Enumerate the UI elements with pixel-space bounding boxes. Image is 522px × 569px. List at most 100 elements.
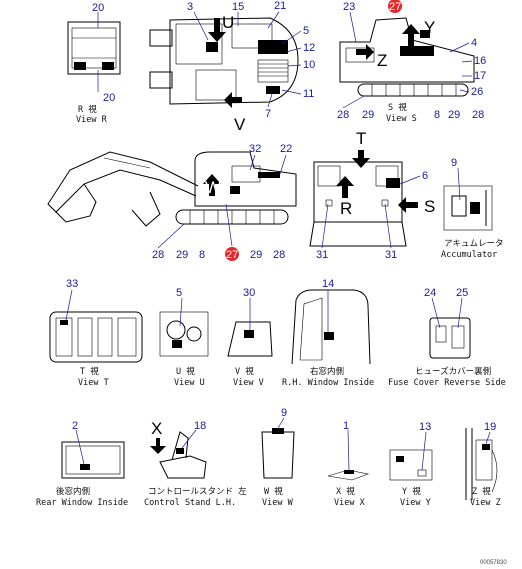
callout-27-top: 27 (389, 1, 401, 13)
callout-31-right: 31 (385, 249, 397, 261)
view-x-label-jp: X 視 (336, 486, 355, 497)
drawing-number: 00057830 (480, 560, 507, 566)
rh-window-label-en: R.H. Window Inside (282, 378, 374, 388)
view-y-drawing (389, 431, 433, 481)
rear-window-drawing (61, 429, 125, 479)
callout-5-view-u: 5 (176, 287, 182, 299)
callout-8-s: 8 (434, 109, 440, 121)
view-t-label-en: View T (78, 378, 109, 388)
view-z-label-jp: Z 視 (472, 486, 491, 497)
fuse-cover-drawing (429, 297, 471, 359)
callout-20-bottom: 20 (103, 92, 115, 104)
callout-25: 25 (456, 287, 468, 299)
control-stand-drawing (159, 429, 207, 479)
callout-20-top: 20 (92, 2, 104, 14)
callout-32: 32 (249, 143, 261, 155)
arrow-t-label: T (356, 129, 366, 148)
callout-28-s-right: 28 (472, 109, 484, 121)
arrow-y (402, 24, 420, 46)
callout-14: 14 (322, 278, 334, 290)
callout-26: 26 (471, 86, 483, 98)
view-r-drawing (67, 12, 121, 92)
callout-6: 6 (422, 170, 428, 182)
arrow-s-label: S (424, 197, 435, 216)
fuse-cover-label-jp: ヒューズカバー裏側 (415, 366, 491, 377)
view-u-label-en: View U (174, 378, 205, 388)
arrow-u (208, 18, 226, 42)
view-v-drawing (227, 298, 273, 357)
arrow-x (150, 438, 166, 454)
callout-16: 16 (474, 55, 486, 67)
view-v-label-jp: V 視 (235, 366, 254, 377)
view-x-label-en: View X (334, 498, 366, 508)
excavator-side-drawing (47, 151, 297, 227)
view-t-drawing (49, 289, 143, 363)
view-t-label-jp: T 視 (80, 366, 99, 377)
arrow-w-label: W (205, 178, 221, 197)
arrow-x-label: X (151, 419, 162, 438)
arrow-t (352, 150, 370, 168)
control-stand-label-jp: コントロールスタンド 左 (148, 486, 247, 497)
accumulator-label-en: Accumulator (441, 250, 497, 260)
arrow-s (398, 197, 418, 213)
callout-9-view-w: 9 (281, 407, 287, 419)
leader-lines-rear-view (321, 175, 421, 249)
callout-1: 1 (343, 420, 349, 432)
view-w-label-jp: W 視 (264, 486, 283, 497)
callout-8-w: 8 (199, 249, 205, 261)
callout-29-w-left: 29 (176, 249, 188, 261)
callout-28-w-right: 28 (273, 249, 285, 261)
leader-lines-view-s (342, 11, 473, 109)
callout-4: 4 (471, 37, 477, 49)
callout-9-accumulator: 9 (451, 157, 457, 169)
callout-5-top: 5 (303, 25, 309, 37)
view-z-drawing (465, 428, 498, 500)
callout-12: 12 (303, 42, 315, 54)
callout-31-left: 31 (316, 249, 328, 261)
arrow-z-label: Z (377, 51, 387, 70)
callout-15: 15 (232, 1, 244, 13)
view-s-label-jp: S 視 (388, 102, 407, 113)
callout-23: 23 (343, 1, 355, 13)
callout-22: 22 (280, 143, 292, 155)
view-z-label-en: View Z (470, 498, 501, 508)
view-x-drawing (327, 429, 370, 481)
callout-33: 33 (66, 278, 78, 290)
callout-29-s-right: 29 (448, 109, 460, 121)
view-y-label-en: View Y (400, 498, 431, 508)
marker-27-bottom (225, 247, 239, 261)
callout-30: 30 (243, 287, 255, 299)
callout-21: 21 (274, 0, 286, 12)
arrow-z-shape (356, 44, 374, 60)
arrow-y-label: Y (424, 18, 435, 37)
callout-24: 24 (424, 287, 436, 299)
fuse-cover-label-en: Fuse Cover Reverse Side (388, 378, 506, 388)
arrow-r (336, 176, 354, 198)
leader-lines-top-view (193, 11, 302, 108)
rear-window-label-en: Rear Window Inside (36, 498, 128, 508)
rear-view-drawing (309, 161, 407, 247)
view-r-label-jp: R 視 (78, 104, 97, 115)
callout-10: 10 (303, 59, 315, 71)
arrow-u-label: U (222, 13, 234, 32)
upper-structure-top-view (149, 17, 299, 105)
callout-28-s-left: 28 (337, 109, 349, 121)
callout-11: 11 (303, 88, 314, 100)
control-stand-label-en: Control Stand L.H. (144, 498, 236, 508)
accumulator-label-jp: アキュムレータ (444, 239, 504, 249)
rh-window-label-jp: 右窓内側 (310, 366, 344, 377)
callout-3: 3 (187, 1, 193, 13)
callout-2: 2 (72, 420, 78, 432)
callout-13: 13 (419, 421, 431, 433)
leader-lines-side-view (157, 154, 287, 249)
view-u-drawing (159, 297, 209, 357)
callout-7: 7 (265, 108, 271, 120)
view-w-label-en: View W (262, 498, 294, 508)
arrow-r-label: R (340, 199, 352, 218)
view-w-drawing (261, 417, 295, 479)
callout-27-bottom: 27 (226, 249, 238, 261)
view-s-label-en: View S (386, 114, 417, 124)
marker-27-top (388, 0, 402, 13)
callout-19: 19 (484, 421, 496, 433)
